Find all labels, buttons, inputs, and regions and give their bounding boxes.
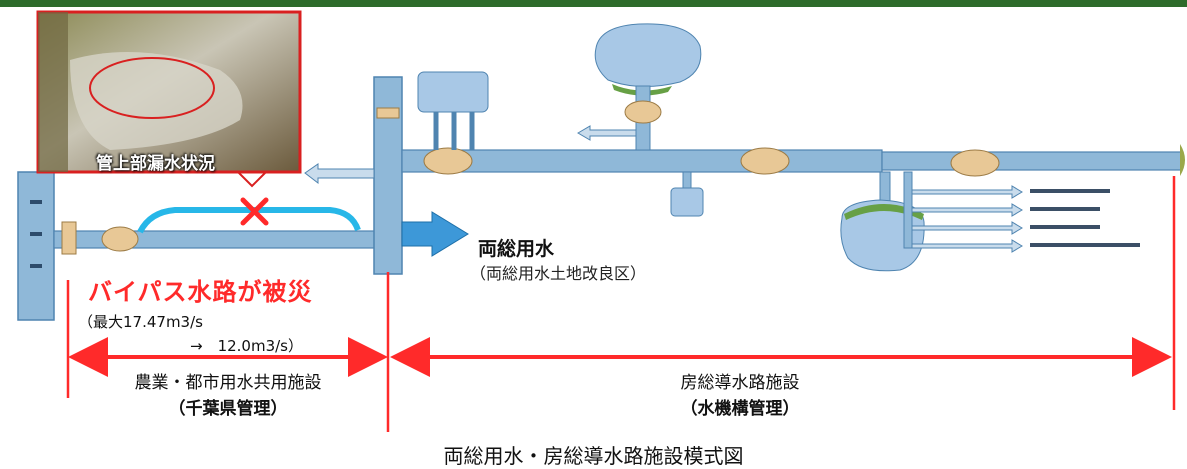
central-channel — [373, 76, 403, 275]
right-section-manager: （水機構管理） — [680, 399, 800, 419]
main-waterway-east — [881, 151, 1183, 171]
facility-a — [423, 147, 473, 175]
reservoir-south — [840, 199, 925, 272]
facility-north — [624, 100, 662, 124]
bypass-damage-label: バイパス水路が被災 — [88, 278, 313, 306]
reservoir-north-bank — [612, 84, 672, 96]
right-section-name: 房総導水路施設 — [680, 373, 800, 393]
header-bar — [0, 0, 1187, 7]
ryoso-arrow — [401, 211, 469, 257]
facility-b — [740, 147, 790, 175]
tank-1-pipes — [433, 112, 475, 150]
ryoso-subtitle: （両総用水土地改良区） — [470, 264, 647, 283]
pump-station-2 — [101, 226, 139, 252]
outflow-arrow-north — [577, 125, 637, 141]
flow-max-label: （最大17.47m3/s — [78, 313, 203, 331]
flow-reduced-label: → 12.0m3/s） — [190, 337, 303, 355]
main-waterway — [401, 149, 883, 173]
tank-2 — [670, 187, 704, 217]
central-gate — [376, 107, 400, 119]
reservoir-north — [594, 23, 702, 88]
facility-c — [950, 149, 1000, 177]
photo-caption: 管上部漏水状況 — [96, 154, 215, 174]
bypass-waterway — [137, 207, 361, 234]
branch-outlets — [911, 185, 1023, 253]
tank-2-pipe — [682, 171, 692, 189]
left-section-manager: （千葉県管理） — [168, 399, 288, 419]
branch-labels — [1030, 189, 1140, 247]
leak-photo — [36, 10, 302, 174]
diagram-caption: 両総用水・房総導水路施設模式図 — [443, 444, 744, 468]
ryoso-title: 両総用水 — [478, 238, 555, 260]
pump-station-1 — [61, 221, 77, 255]
tank-1 — [417, 71, 489, 113]
east-terminal — [1180, 144, 1185, 176]
outflow-arrow-west — [304, 163, 375, 185]
photo-callout-line — [237, 171, 267, 188]
damage-x-icon — [240, 197, 269, 226]
intake-block — [17, 171, 55, 321]
left-section-name: 農業・都市用水共用施設 — [134, 373, 322, 393]
branch-trunk — [903, 171, 913, 249]
intake-label — [30, 200, 42, 268]
